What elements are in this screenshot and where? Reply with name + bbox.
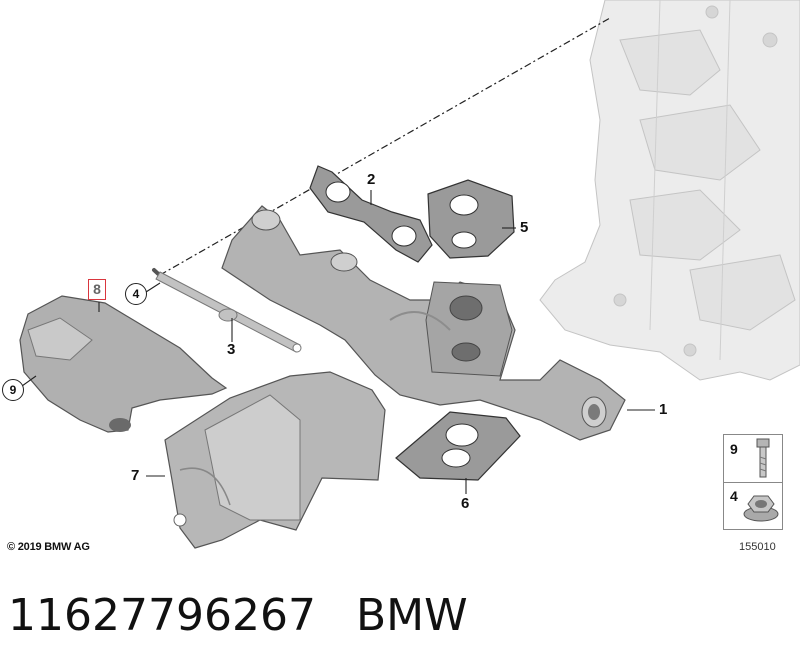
assembly-line [159, 17, 611, 276]
heat-shield-part-9 [19, 295, 228, 433]
leader-lines [21, 190, 655, 494]
bracket-part-3 [155, 271, 302, 353]
callout-2: 2 [367, 171, 376, 188]
callout-4: 4 [125, 283, 147, 305]
legend-number: 9 [730, 441, 738, 457]
callout-1: 1 [659, 401, 668, 418]
exhaust-manifold-part-1 [221, 205, 626, 441]
copyright-text: © 2019 BMW AG [7, 541, 90, 553]
engine-block [539, 0, 800, 381]
bolt-icon [756, 438, 770, 478]
exploded-parts-diagram [19, 0, 800, 549]
gasket-part-2 [309, 165, 433, 263]
gasket-part-6 [395, 411, 521, 481]
diagram-id: 155010 [739, 541, 776, 553]
callout-7: 7 [131, 467, 140, 484]
part-number: 11627796267 [8, 590, 316, 641]
callout-6: 6 [461, 495, 470, 512]
gasket-part-5 [427, 179, 515, 259]
callout-8-highlighted: 8 [88, 279, 106, 300]
callout-5: 5 [520, 219, 529, 236]
legend-number: 4 [730, 488, 738, 504]
legend-item-nut: 4 [724, 482, 782, 529]
heat-shield-part-7 [164, 371, 386, 549]
brand-name: BMW [356, 590, 468, 641]
callout-3: 3 [227, 341, 236, 358]
fastener-legend: 9 4 [723, 434, 783, 530]
callout-9: 9 [2, 379, 24, 401]
legend-item-bolt: 9 [724, 435, 782, 483]
hex-nut-icon [743, 495, 779, 522]
